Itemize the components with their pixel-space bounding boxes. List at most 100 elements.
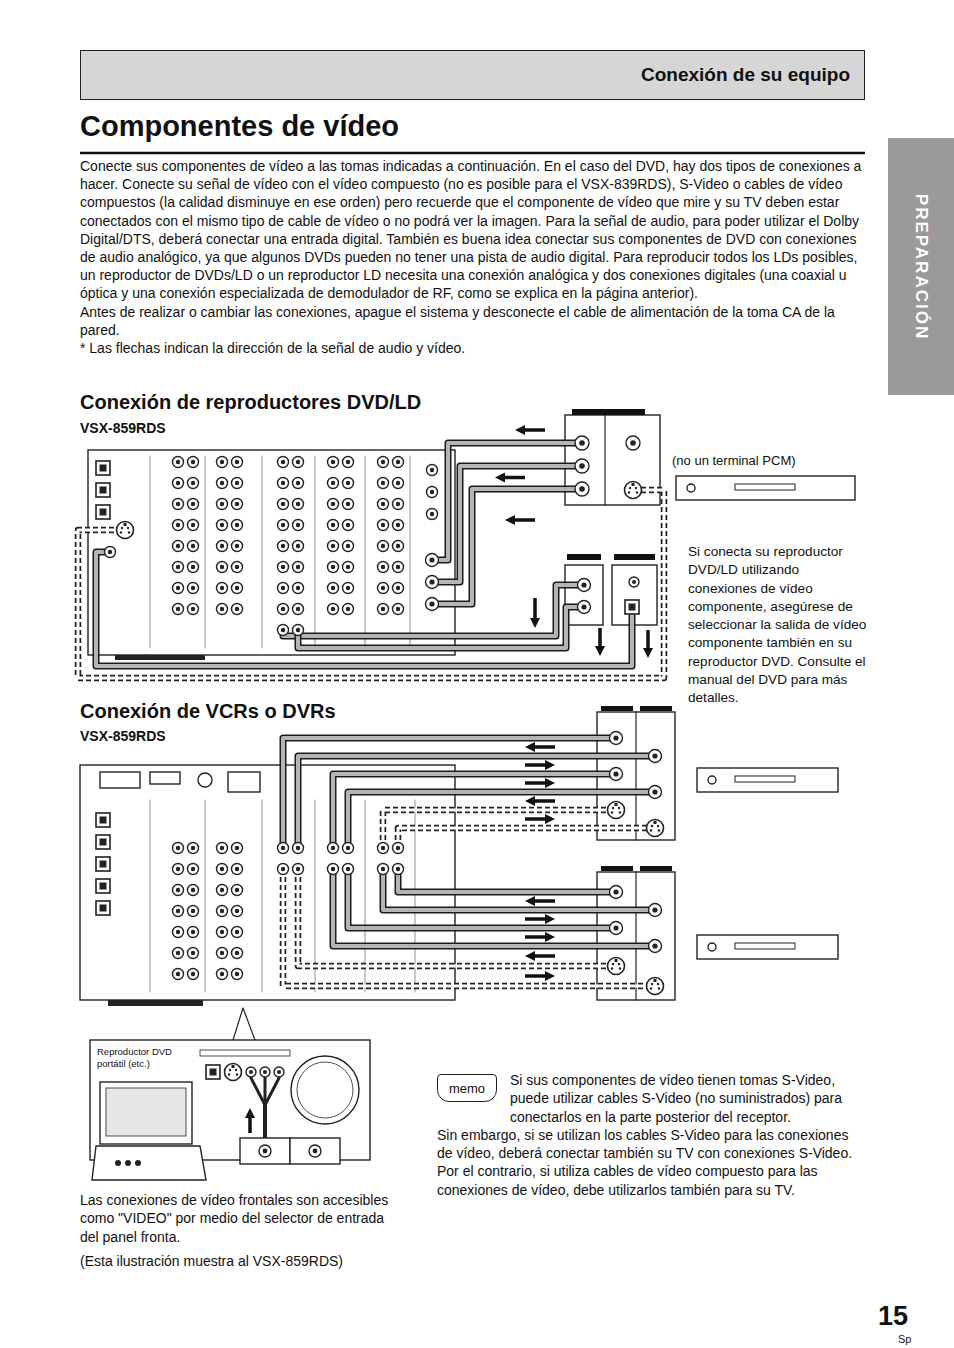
rca-jack-pin: [396, 867, 400, 871]
s-video-pin: [658, 829, 660, 831]
rca-jack: [188, 583, 199, 594]
rca-jack-pin: [381, 846, 385, 850]
rca-jack: [328, 604, 339, 615]
rca-jack: [378, 478, 389, 489]
s-video-jack: [647, 978, 664, 995]
rca-jack-pin: [191, 523, 195, 527]
power-button: [708, 943, 716, 951]
rca-jack-pin: [579, 463, 585, 469]
av-cable-core: [298, 756, 655, 848]
optical-jack-core: [100, 839, 107, 846]
control-terminal: [150, 772, 180, 784]
rca-jack: [393, 478, 404, 489]
rca-jack-pin: [176, 972, 180, 976]
rca-jack: [217, 520, 228, 531]
s-video-jack: [608, 958, 625, 975]
caption-text: (Esta ilustración muestra al VSX-859RDS): [80, 1252, 395, 1270]
tab-text: PREPARACIÓN: [911, 193, 931, 339]
rca-jack-pin: [235, 544, 239, 548]
s-video-key: [615, 803, 618, 806]
rca-jack: [232, 562, 243, 573]
rca-jack: [378, 604, 389, 615]
panel-divider: [635, 872, 636, 1000]
rca-jack: [427, 465, 438, 476]
s-video-jack: [625, 482, 642, 499]
signal-arrow-head: [525, 896, 535, 906]
rca-jack-pin: [632, 580, 636, 584]
panel-divider: [410, 456, 411, 648]
rca-jack-pin: [381, 607, 385, 611]
rca-jack: [274, 1067, 284, 1077]
rca-jack: [610, 768, 623, 781]
signal-arrow-shaft: [525, 974, 545, 978]
rca-jack-pin: [176, 909, 180, 913]
rca-jack: [217, 864, 228, 875]
rca-jack-pin: [346, 544, 350, 548]
signal-arrow-head: [525, 796, 535, 806]
header-text: Conexión de su equipo: [641, 64, 850, 86]
signal-arrow-shaft: [525, 781, 545, 785]
portable-dvd-button: [115, 1160, 121, 1166]
rca-jack: [173, 583, 184, 594]
av-cable: [298, 756, 655, 848]
antenna-terminal: [228, 772, 260, 792]
signal-arrow-head: [595, 646, 605, 656]
rca-jack-pin: [381, 502, 385, 506]
power-button: [708, 776, 716, 784]
rca-jack-pin: [381, 523, 385, 527]
optical-jack-core: [100, 861, 107, 868]
panel-divider: [365, 456, 366, 648]
rca-jack-pin: [191, 888, 195, 892]
av-cable: [432, 466, 582, 582]
rca-jack-pin: [331, 544, 335, 548]
s-video-pin: [650, 987, 652, 989]
rca-jack: [217, 562, 228, 573]
rca-jack-pin: [652, 943, 657, 948]
rca-jack-pin: [430, 490, 434, 494]
model-name: VSX-859RDS: [80, 728, 280, 746]
rca-jack: [232, 927, 243, 938]
rca-jack-pin: [281, 628, 285, 632]
signal-arrow-shaft: [646, 630, 650, 648]
rca-jack-pin: [630, 440, 636, 446]
panel-divider: [262, 456, 263, 648]
rca-jack: [173, 541, 184, 552]
rca-jack: [188, 499, 199, 510]
page-number: 15: [878, 1300, 928, 1334]
rca-jack: [426, 576, 439, 589]
rca-jack: [426, 554, 439, 567]
rca-jack-pin: [220, 586, 224, 590]
optical-jack: [96, 879, 110, 893]
av-cable: [348, 869, 616, 928]
callout-note: Si conecta su reproductor DVD/LD utiliza…: [688, 543, 868, 708]
s-video-pin: [618, 963, 620, 965]
rca-jack: [105, 547, 116, 558]
rca-jack-pin: [429, 557, 434, 562]
rca-jack: [188, 520, 199, 531]
panel-label-bar: [567, 554, 601, 560]
rca-jack-pin: [331, 867, 335, 871]
rca-jack-pin: [191, 544, 195, 548]
rca-jack: [173, 843, 184, 854]
rca-jack: [188, 906, 199, 917]
label-holder: Si conecta su reproductor DVD/LD utiliza…: [688, 543, 868, 708]
rca-jack-pin: [281, 565, 285, 569]
rca-jack-pin: [396, 846, 400, 850]
rca-jack-pin: [381, 565, 385, 569]
s-video-key: [615, 959, 618, 962]
receiver-foot: [108, 1000, 203, 1006]
language-code: Sp: [898, 1333, 928, 1347]
signal-arrow-head: [643, 648, 653, 658]
s-video-pin: [650, 829, 652, 831]
rca-jack-pin: [235, 586, 239, 590]
signal-arrow-shaft: [535, 899, 555, 903]
rca-jack: [173, 520, 184, 531]
s-video-pin: [658, 987, 660, 989]
memo-text: Sin embargo, si se utilizan los cables S…: [437, 1126, 862, 1199]
av-cable: [348, 792, 655, 848]
optical-jack: [96, 857, 110, 871]
rca-jack: [293, 478, 304, 489]
rca-jack-pin: [613, 735, 618, 740]
optical-jack: [625, 600, 639, 614]
